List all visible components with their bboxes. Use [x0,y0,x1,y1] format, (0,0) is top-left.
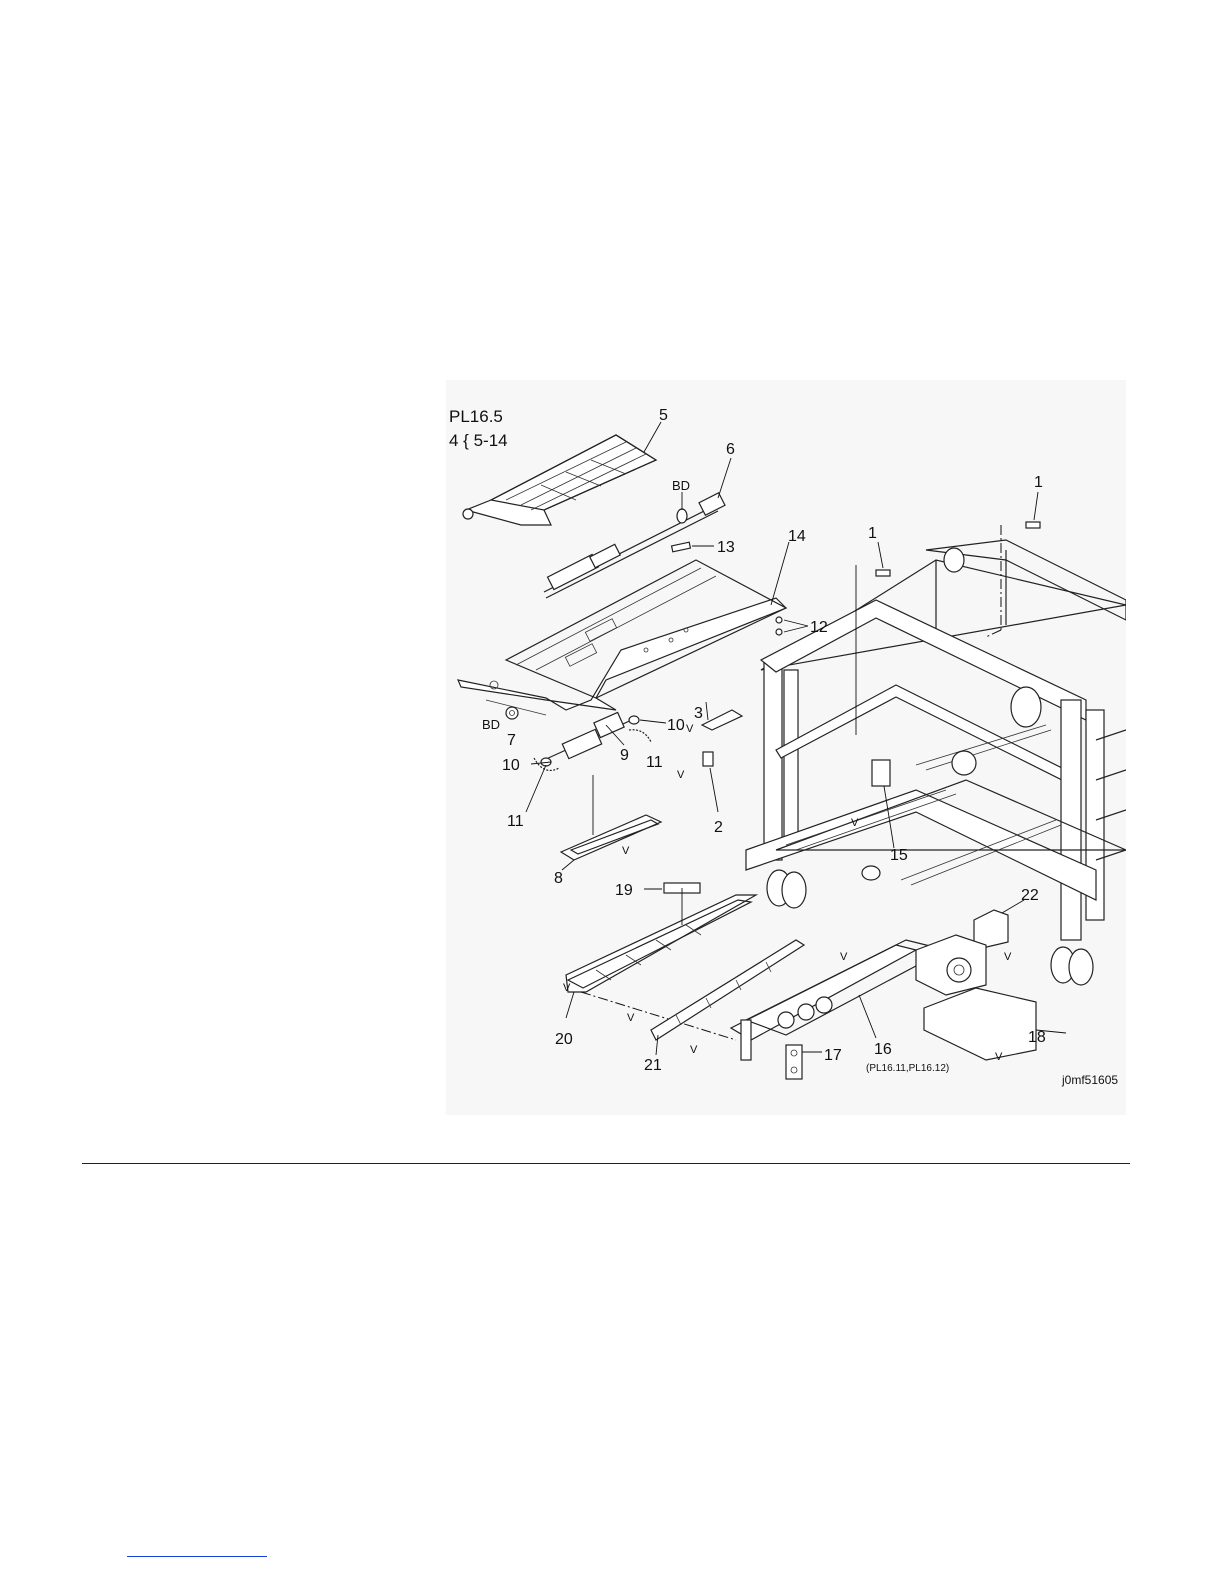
callout-12: 12 [810,619,828,636]
part-12-screws [776,617,808,635]
callout-11-right: 11 [646,754,663,771]
horizontal-rule [82,1163,1130,1164]
part-13-pin [672,542,714,552]
exploded-view: PL16.5 4 { 5-14 [446,380,1126,1115]
callout-13: 13 [717,539,735,556]
callout-2: 2 [714,819,723,836]
callout-18: 18 [1028,1029,1046,1046]
callout-1-right: 1 [1034,474,1043,491]
callout-20: 20 [555,1031,573,1048]
sub-ref: (PL16.11,PL16.12) [866,1063,949,1074]
footer-link-underline[interactable] [127,1556,267,1557]
part-7-bearing [506,707,518,719]
callout-7: 7 [507,732,516,749]
v-marker: V [840,951,848,963]
callout-6: 6 [726,441,735,458]
callout-14: 14 [788,528,806,545]
callout-16: 16 [874,1041,892,1058]
v-marker: V [851,817,859,829]
callout-1-mid: 1 [868,525,877,542]
callout-9: 9 [620,747,629,764]
frame-plate [458,542,789,715]
callout-11-left: 11 [507,813,524,830]
callout-5: 5 [659,407,668,424]
bd-marker-top: BD [672,478,690,493]
callout-17: 17 [824,1047,842,1064]
callout-3: 3 [694,705,703,722]
bd-marker-bottom: BD [482,717,500,732]
v-marker: V [690,1044,698,1056]
v-marker: V [1004,951,1012,963]
v-marker: V [627,1012,635,1024]
group-note: 4 { 5-14 [449,431,508,450]
image-id: j0mf51605 [1061,1073,1118,1087]
callout-10-right: 10 [667,717,685,734]
plate-ref: PL16.5 [449,407,503,426]
callout-21: 21 [644,1057,662,1074]
v-marker: V [563,982,571,994]
callout-19: 19 [615,882,633,899]
part-2-bracket [703,752,718,812]
callout-15: 15 [890,847,908,864]
callout-10-left: 10 [502,757,520,774]
part-18-cover [924,988,1066,1060]
v-marker: V [622,845,630,857]
part-20-tray [566,888,756,1040]
callout-8: 8 [554,870,563,887]
part-17-plate [786,1045,822,1079]
v-marker: V [677,769,685,781]
part-19-block [644,883,700,893]
callout-22: 22 [1021,887,1039,904]
v-marker: V [686,723,694,735]
part-3-bracket [702,702,742,730]
v-marker: V [995,1051,1003,1063]
main-frame [746,492,1126,985]
part-22-plate [974,900,1024,950]
parts-diagram: PL16.5 4 { 5-14 [446,380,1126,1115]
part-8-guide [561,775,661,870]
